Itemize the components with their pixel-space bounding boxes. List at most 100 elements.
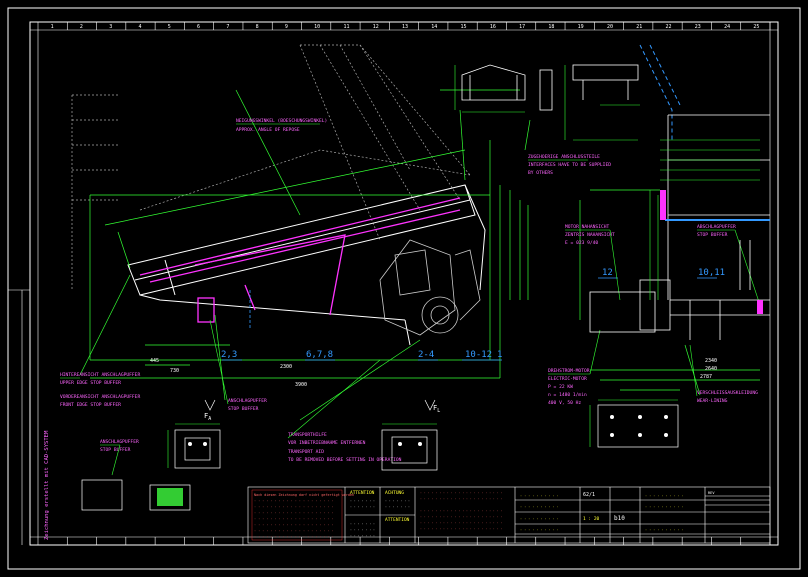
border-number: 23 [695,24,701,30]
border-number: 22 [666,24,672,30]
svg-text:· · · · · · ·: · · · · · · · [350,499,375,503]
pos-10-12: 10-12 [465,350,492,360]
border-number: 18 [548,24,554,30]
wear-lining [139,197,461,323]
dim-2340: 2340 [705,358,717,364]
border-number: 6 [197,24,200,30]
inner-frame [29,21,779,546]
label-drive-de: DREHSTROM-MOTOR [548,368,590,374]
title-notes-red: Nach diesen Zeichnung darf nicht geferti… [254,493,354,497]
dim-3900: 3900 [295,382,307,388]
label-supplier-de: ZUGEHOERIGE ANSCHLUSSTEILE [528,154,600,160]
svg-text:· · · · · · · · · ·: · · · · · · · · · · [520,505,559,509]
border-number: 10 [314,24,320,30]
label-supplier-en2: BY OTHERS [528,170,553,176]
right-body [589,114,770,340]
label-drive-n: n = 1480 1/min [548,392,587,398]
border-number: 7 [226,24,229,30]
pos-10-11: 10,11 [698,268,725,278]
svg-text:· · · · · · · · · ·: · · · · · · · · · · [645,528,684,532]
border-number: 1 [51,24,54,30]
right-hopper-dashed [639,44,681,140]
svg-text:· · · · · · · · · ·: · · · · · · · · · · [520,494,559,498]
label-buffer1-en: UPPER EDGE STOP BUFFER [60,380,121,386]
svg-text:· · · · · · · · · · · · · · ·: · · · · · · · · · · · · · · · · · · · · … [420,515,503,519]
border-number: 4 [138,24,141,30]
svg-text:· · · · · · ·: · · · · · · · [350,528,375,532]
svg-text:· · · · · · ·: · · · · · · · [350,534,375,538]
svg-text:· · · · · · · · · ·: · · · · · · · · · · [520,528,559,532]
title-part-no: 62/1 [583,492,595,498]
trough-body [127,184,486,346]
border-number: 2 [80,24,83,30]
pos-12: 12 [602,268,613,278]
svg-text:· · · · · · · · · · · · · · ·: · · · · · · · · · · · · · · · · · · · · … [420,509,503,513]
svg-text:· · · · · · · · · · · · · · ·: · · · · · · · · · · · · · · · · · · · · [254,505,334,509]
force-fl: FL [433,404,440,414]
hopper-outline [71,44,471,290]
pos-2-3: 2,3 [221,350,237,360]
detail-views [81,404,679,511]
border-number: 8 [256,24,259,30]
border-number: 3 [109,24,112,30]
label-motor-de2: ZENTRIS NAHANSICHT [565,232,615,238]
svg-text:· · · · · · · · · ·: · · · · · · · · · · [645,505,684,509]
label-supplier-en: INTERFACES HAVE TO BE SUPPLIED [528,162,611,168]
label-buffer4-de: ANSCHLAGPUFFER [100,439,139,445]
label-buffer3-en: STOP BUFFER [228,406,259,412]
border-number: 25 [753,24,759,30]
pos-2-4: 2-4 [418,350,434,360]
border-number: 14 [431,24,437,30]
title-achtung-1: ACHTUNG [385,490,404,496]
border-number: 16 [490,24,496,30]
title-block [247,486,771,544]
label-drive-p: P = 22 KW [548,384,573,390]
label-buffer1-de: HINTEREANSICHT ANSCHLAGPUFFER [60,372,140,378]
label-buffer-right-en: STOP BUFFER [697,232,728,238]
border-number: 21 [636,24,642,30]
position-markers [222,277,717,361]
dim-2300: 2300 [280,364,292,370]
label-buffer-right-de: ABSCHLAGPUFFER [697,224,736,230]
svg-text:· · · · · · · · · · · · · · ·: · · · · · · · · · · · · · · · · · · · · [254,523,334,527]
side-label: Zeichnung erstellt mit CAD-SYSTEM [44,430,50,540]
svg-text:· · · · · · · · · · · · · · ·: · · · · · · · · · · · · · · · · · · · · … [420,521,503,525]
motor-assembly [379,239,481,336]
border-number: 9 [285,24,288,30]
svg-text:· · · · · · · · · · · · · · ·: · · · · · · · · · · · · · · · · · · · · [254,517,334,521]
dim-445: 445 [150,358,159,364]
label-angle-en: APPROX. ANGLE OF REPOSE [236,127,300,133]
svg-text:· · · · · · ·: · · · · · · · [350,505,375,509]
border-number: 24 [724,24,730,30]
label-drive-en: ELECTRIC-MOTOR [548,376,587,382]
title-attention-2: ATTENTION [385,517,410,523]
label-drive-u: 400 V, 50 Hz [548,400,581,406]
label-buffer2-en: FRONT EDGE STOP BUFFER [60,402,121,408]
svg-text:· · · · · · · · · · · · · · ·: · · · · · · · · · · · · · · · · · · · · [254,535,334,539]
title-sheet-code: b10 [614,515,625,522]
label-buffer3-de: ANSCHLAGPUFFER [228,398,267,404]
border-number: 19 [578,24,584,30]
buffer-detail-fill [157,488,183,506]
title-revision: REV [708,491,715,495]
border-number: 17 [519,24,525,30]
dim-730: 730 [170,368,179,374]
outer-frame [7,7,801,570]
svg-text:· · · · · · · · · · · · · · ·: · · · · · · · · · · · · · · · · · · · · [254,529,334,533]
border-number: 13 [402,24,408,30]
title-scale: 1 : 20 [583,516,600,522]
svg-text:· · · · · · · · · ·: · · · · · · · · · · [645,494,684,498]
pos-1: 1 [497,350,502,360]
border-number: 5 [168,24,171,30]
svg-text:· · · · · · · · · · · · · · ·: · · · · · · · · · · · · · · · · · · · · … [420,497,503,501]
right-magenta-block [660,190,666,220]
border-number: 12 [373,24,379,30]
svg-text:· · · · · · ·: · · · · · · · [385,499,410,503]
border-number: 20 [607,24,613,30]
svg-text:· · · · · · · · · ·: · · · · · · · · · · [520,517,559,521]
label-buffer2-de: VORDEREANSICHT ANSCHLAGPUFFER [60,394,140,400]
label-transport-en: TRANSPORT AID [288,449,324,455]
